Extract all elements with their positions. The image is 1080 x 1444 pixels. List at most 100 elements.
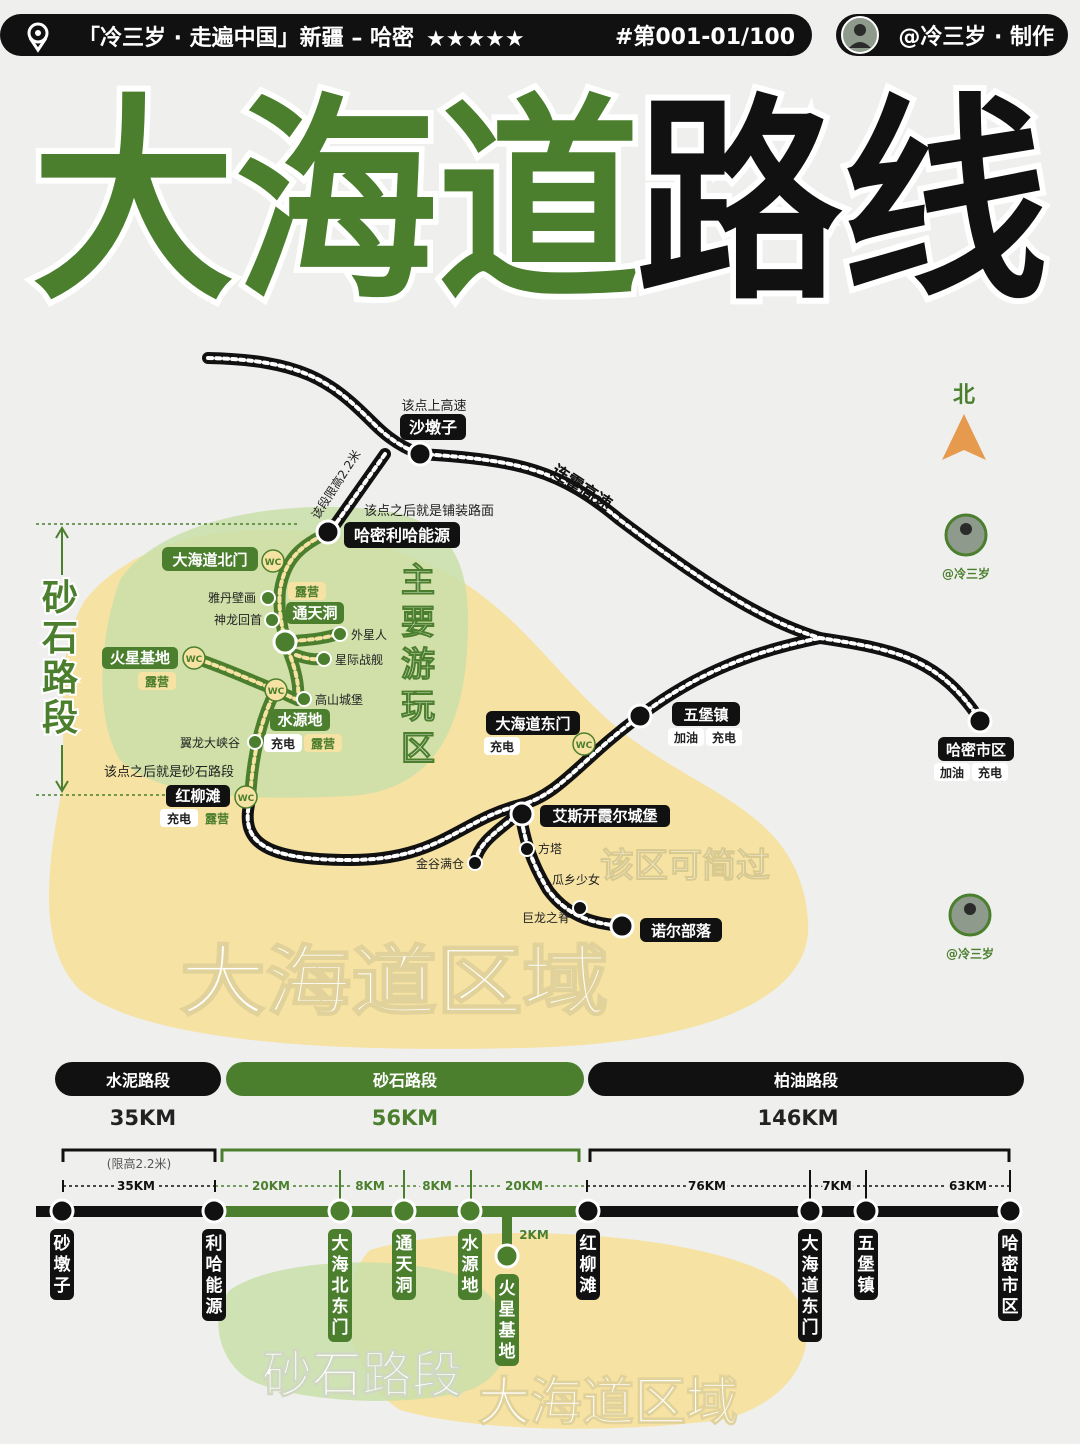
strip-stop-dot bbox=[49, 1198, 75, 1224]
wc-tag: WC bbox=[576, 741, 593, 751]
label-hami-city: 哈密市区 bbox=[946, 741, 1006, 759]
label-shuiyuan: 水源地 bbox=[277, 711, 322, 729]
title-green: 大海道 bbox=[32, 77, 640, 330]
svg-text:石: 石 bbox=[42, 618, 78, 659]
strip-stop-tag bbox=[998, 1229, 1022, 1321]
svg-text:20KM: 20KM bbox=[252, 1179, 290, 1193]
strip-stop-label: 堡 bbox=[858, 1254, 875, 1275]
strip-stops: 砂墩子利哈能源大海北东门通天洞水源地火星基地红柳滩大海道东门五堡镇哈密市区 bbox=[49, 1198, 1023, 1366]
label-tongtian: 通天洞 bbox=[292, 604, 337, 622]
svg-text:游: 游 bbox=[401, 645, 435, 685]
label-yilong: 翼龙大峡谷 bbox=[180, 736, 240, 750]
strip-stop-label: 墩 bbox=[54, 1254, 72, 1275]
compass-north: 北 bbox=[953, 383, 975, 408]
strip-stop-label: 门 bbox=[802, 1317, 819, 1338]
strip-stop-label: 区 bbox=[1002, 1297, 1019, 1317]
svg-text:砂: 砂 bbox=[42, 578, 78, 619]
strip-stop-label: 子 bbox=[54, 1276, 71, 1296]
gravel-side-bracket bbox=[36, 523, 300, 796]
strip-stop-label: 大 bbox=[802, 1233, 819, 1254]
segment-gravel: 砂石路段 bbox=[373, 1071, 438, 1090]
label-shadunzi: 沙墩子 bbox=[409, 418, 457, 437]
strip-stop-dot bbox=[575, 1198, 601, 1224]
strip-stop-dot bbox=[327, 1198, 353, 1224]
strip-stop-label: 海 bbox=[332, 1254, 349, 1275]
strip-stop-label: 红 bbox=[580, 1233, 597, 1254]
segment-headers: 水泥路段 砂石路段 柏油路段 35KM 56KM 146KM bbox=[55, 1062, 1024, 1130]
label-east-gate: 大海道东门 bbox=[495, 715, 570, 733]
strip-stop-dot bbox=[494, 1243, 520, 1269]
svg-text:20KM: 20KM bbox=[505, 1179, 543, 1193]
location-pin-icon bbox=[27, 22, 49, 53]
height-limit-note: (限高2.2米) bbox=[107, 1156, 171, 1171]
strip-stop-label: 门 bbox=[332, 1317, 349, 1338]
page-title: 大海道 路线 bbox=[26, 71, 1054, 336]
note-paved-after: 该点之后就是铺装路面 bbox=[364, 503, 494, 519]
strip-region-label: 大海道区域 bbox=[478, 1373, 738, 1433]
region-zone-label: 大海道区域 bbox=[180, 937, 608, 1026]
strip-stop-label: 道 bbox=[802, 1275, 819, 1296]
strip-stop-dot bbox=[391, 1198, 417, 1224]
label-jingu: 金谷满仓 bbox=[416, 856, 464, 871]
series-number: #第001-01/100 bbox=[615, 24, 795, 50]
strip-stop-label: 源 bbox=[206, 1296, 223, 1317]
label-north-gate: 大海道北门 bbox=[172, 551, 247, 569]
strip-stop-label: 火 bbox=[499, 1279, 517, 1299]
wc-tag: WC bbox=[186, 655, 203, 665]
charge-tag: 充电 bbox=[712, 730, 736, 745]
label-julong: 巨龙之脊 bbox=[522, 911, 570, 925]
label-lihaneng: 哈密利哈能源 bbox=[354, 526, 450, 545]
strip-stop-label: 源 bbox=[462, 1254, 479, 1275]
label-fangta: 方塔 bbox=[538, 841, 562, 856]
author-credit: @冷三岁 · 制作 bbox=[898, 24, 1054, 50]
label-guaxiang: 瓜乡少女 bbox=[552, 872, 600, 887]
map-dots bbox=[247, 441, 993, 939]
strip-stop-label: 滩 bbox=[580, 1275, 597, 1296]
strip-stop-label: 通 bbox=[396, 1234, 413, 1254]
note-enter-highway: 该点上高速 bbox=[401, 398, 466, 414]
svg-text:路: 路 bbox=[42, 658, 79, 699]
spur-distance: 2KM bbox=[519, 1228, 549, 1242]
svg-text:8KM: 8KM bbox=[422, 1179, 452, 1193]
watermark-1: @冷三岁 bbox=[942, 513, 990, 581]
strip-stop-label: 利 bbox=[206, 1233, 223, 1254]
title-black: 路线 bbox=[636, 77, 1048, 330]
strip-stop-label: 五 bbox=[858, 1234, 875, 1254]
highway-label: 连霍高速 bbox=[547, 461, 615, 516]
header-location: 「冷三岁 · 走遍中国」新疆 – 哈密 bbox=[78, 25, 414, 51]
watermark-text: @冷三岁 bbox=[946, 946, 994, 961]
strip-ticks bbox=[62, 1170, 1011, 1200]
strip-stop-tag bbox=[202, 1229, 226, 1321]
wc-tag: WC bbox=[268, 687, 285, 697]
svg-text:玩: 玩 bbox=[401, 687, 435, 727]
skippable-zone-label: 该区可简过 bbox=[600, 846, 770, 886]
map-labels: 该点上高速 沙墩子 连霍高速 该段限高2.2米 该点之后就是铺装路面 哈密利哈能… bbox=[102, 398, 1014, 942]
segment-cement: 水泥路段 bbox=[106, 1071, 171, 1090]
strip-stop-dot bbox=[201, 1198, 227, 1224]
strip-stop-tag bbox=[328, 1229, 352, 1342]
svg-text:主: 主 bbox=[401, 561, 435, 601]
strip-gravel-label: 砂石路段 bbox=[262, 1346, 462, 1404]
main-play-zone-label: 主 要 游 玩 区 bbox=[401, 561, 436, 770]
svg-text:76KM: 76KM bbox=[688, 1179, 726, 1193]
label-wubao: 五堡镇 bbox=[683, 706, 728, 724]
label-hongliu: 红柳滩 bbox=[175, 787, 220, 805]
charge-tag: 充电 bbox=[490, 739, 514, 754]
strip-stop-label: 北 bbox=[332, 1276, 349, 1296]
strip-stop-tag bbox=[576, 1229, 600, 1300]
strip-stop-dot bbox=[797, 1198, 823, 1224]
strip-stop-label: 市 bbox=[1002, 1275, 1019, 1296]
strip-stop-label: 镇 bbox=[858, 1275, 875, 1296]
label-xingji: 星际战舰 bbox=[335, 653, 383, 667]
strip-stop-label: 东 bbox=[802, 1296, 819, 1317]
strip-stop-dot bbox=[853, 1198, 879, 1224]
header-bar: 「冷三岁 · 走遍中国」新疆 – 哈密 ★★★★★ #第001-01/100 @… bbox=[0, 14, 1068, 56]
svg-text:35KM: 35KM bbox=[117, 1179, 155, 1193]
label-nuoer: 诺尔部落 bbox=[651, 922, 712, 940]
strip-stop-label: 砂 bbox=[54, 1233, 71, 1254]
distance-cement: 35KM bbox=[110, 1106, 176, 1130]
svg-text:63KM: 63KM bbox=[949, 1179, 987, 1193]
strip-stop-label: 密 bbox=[1002, 1254, 1019, 1275]
avatar bbox=[841, 16, 879, 54]
strip-stop-label: 水 bbox=[462, 1233, 480, 1254]
